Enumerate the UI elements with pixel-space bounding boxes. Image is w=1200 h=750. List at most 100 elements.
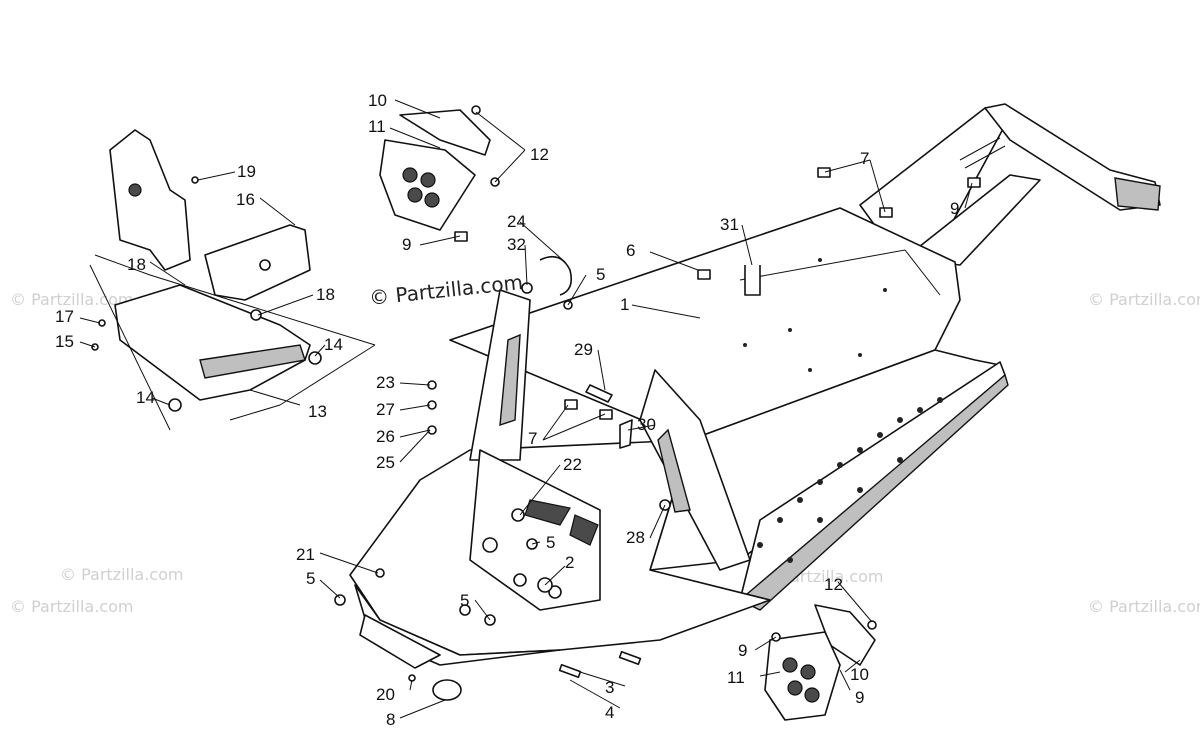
front-skid-tab [359, 614, 441, 669]
callout-24: 24 [507, 212, 526, 231]
callout-labels: 1 2 3 4 5 5 5 5 6 7 7 8 9 9 9 9 10 10 11… [55, 91, 959, 729]
plate-cutout-1 [524, 499, 571, 526]
callout-29: 29 [574, 340, 593, 359]
left-pillar-cutout [499, 333, 521, 427]
cable-24 [539, 255, 573, 296]
callout-15: 15 [55, 332, 74, 351]
grommet-8 [432, 679, 462, 701]
callout-10-lower: 10 [850, 665, 869, 684]
callout-18-left: 18 [127, 255, 146, 274]
bolt-3 [618, 650, 642, 666]
callout-5-mid: 5 [546, 533, 555, 552]
rear-bracket [1114, 177, 1161, 211]
skid-hole-2 [420, 172, 436, 188]
callout-21: 21 [296, 545, 315, 564]
upper-skid-strap [399, 109, 491, 156]
callout-22: 22 [563, 455, 582, 474]
floor-bolts [459, 537, 562, 616]
callout-18-right: 18 [316, 285, 335, 304]
callout-10-upper: 10 [368, 91, 387, 110]
u-bolt-31 [744, 265, 761, 296]
callout-26: 26 [376, 427, 395, 446]
watermark-left-mid: © Partzilla.com [60, 565, 183, 584]
center-bulkhead-plate [469, 449, 601, 611]
callout-30: 30 [637, 415, 656, 434]
lower-skid-hole-3 [787, 680, 803, 696]
bushing-right [308, 351, 322, 365]
chassis-frame [349, 103, 1161, 669]
callout-31: 31 [720, 215, 739, 234]
bracket-29 [585, 384, 613, 403]
clip-9-upper [454, 231, 468, 242]
nut-18 [250, 309, 262, 321]
watermark-left-upper: © Partzilla.com [10, 290, 133, 309]
watermark-left-lower: © Partzilla.com [10, 597, 133, 616]
floor-bolt-4 [459, 604, 471, 616]
screw-12-top [471, 105, 481, 115]
callout-9-lower-right: 9 [855, 688, 864, 707]
callout-4: 4 [605, 703, 614, 722]
steering-mount-base [114, 284, 311, 401]
callout-16: 16 [236, 190, 255, 209]
clip-7-rear-b [879, 207, 893, 218]
mount-base-rail [199, 344, 306, 379]
bushing-left [168, 398, 182, 412]
callout-9-lower-left: 9 [738, 641, 747, 660]
floor-bolt-2 [513, 573, 527, 587]
callout-14-left: 14 [136, 388, 155, 407]
callout-11-lower: 11 [727, 668, 745, 687]
callout-32: 32 [507, 235, 526, 254]
watermark-right-lower: © Partzilla.com [1088, 597, 1200, 616]
callout-20: 20 [376, 685, 395, 704]
steering-support-assembly [89, 129, 376, 431]
clip-9-rear [967, 177, 981, 188]
screw-12-lower [867, 620, 877, 630]
clip-6 [697, 269, 711, 280]
clip-7-b [599, 409, 613, 420]
floor-bolt-3 [548, 585, 562, 599]
callout-27: 27 [376, 400, 395, 419]
callout-9-rear: 9 [950, 199, 959, 218]
running-board-holes [757, 397, 943, 563]
lower-skid-hole-2 [800, 664, 816, 680]
hardware [334, 167, 981, 701]
plate-hole [259, 259, 271, 271]
floor-bolt-1 [482, 537, 498, 553]
callout-23: 23 [376, 373, 395, 392]
callout-13: 13 [308, 402, 327, 421]
right-pillar-cutout [657, 428, 691, 513]
callout-3: 3 [605, 678, 614, 697]
grommet-22 [511, 508, 525, 522]
callout-5-floor: 5 [460, 591, 469, 610]
callout-5-top: 5 [596, 265, 605, 284]
callout-19: 19 [237, 162, 256, 181]
callout-9-upper: 9 [402, 235, 411, 254]
callout-5-left: 5 [306, 569, 315, 588]
screw-19 [191, 176, 199, 184]
rail-ribs [959, 137, 1006, 169]
callout-8: 8 [386, 710, 395, 729]
rod-30 [619, 419, 633, 449]
callout-1: 1 [620, 295, 629, 314]
lower-skid-assembly [764, 604, 877, 721]
bolt-21 [375, 568, 385, 578]
left-a-pillar [469, 289, 531, 461]
lower-skid-hole-1 [782, 657, 798, 673]
plate-cutout-2 [569, 514, 599, 546]
callout-28: 28 [626, 528, 645, 547]
tunnel-ridge [739, 249, 941, 296]
leader-lines [79, 99, 973, 719]
callout-2: 2 [565, 553, 574, 572]
callout-6: 6 [626, 241, 635, 260]
tunnel-top-holes [743, 258, 887, 372]
skid-hole-1 [402, 167, 418, 183]
callout-7-mid: 7 [528, 429, 537, 448]
skid-hole-3 [407, 187, 423, 203]
callout-7-rear: 7 [860, 149, 869, 168]
callout-12-lower: 12 [824, 575, 843, 594]
callout-17: 17 [55, 307, 74, 326]
assembly-outline-13 [89, 254, 376, 431]
clip-7-a [564, 399, 578, 410]
bracket-hole [128, 183, 142, 197]
